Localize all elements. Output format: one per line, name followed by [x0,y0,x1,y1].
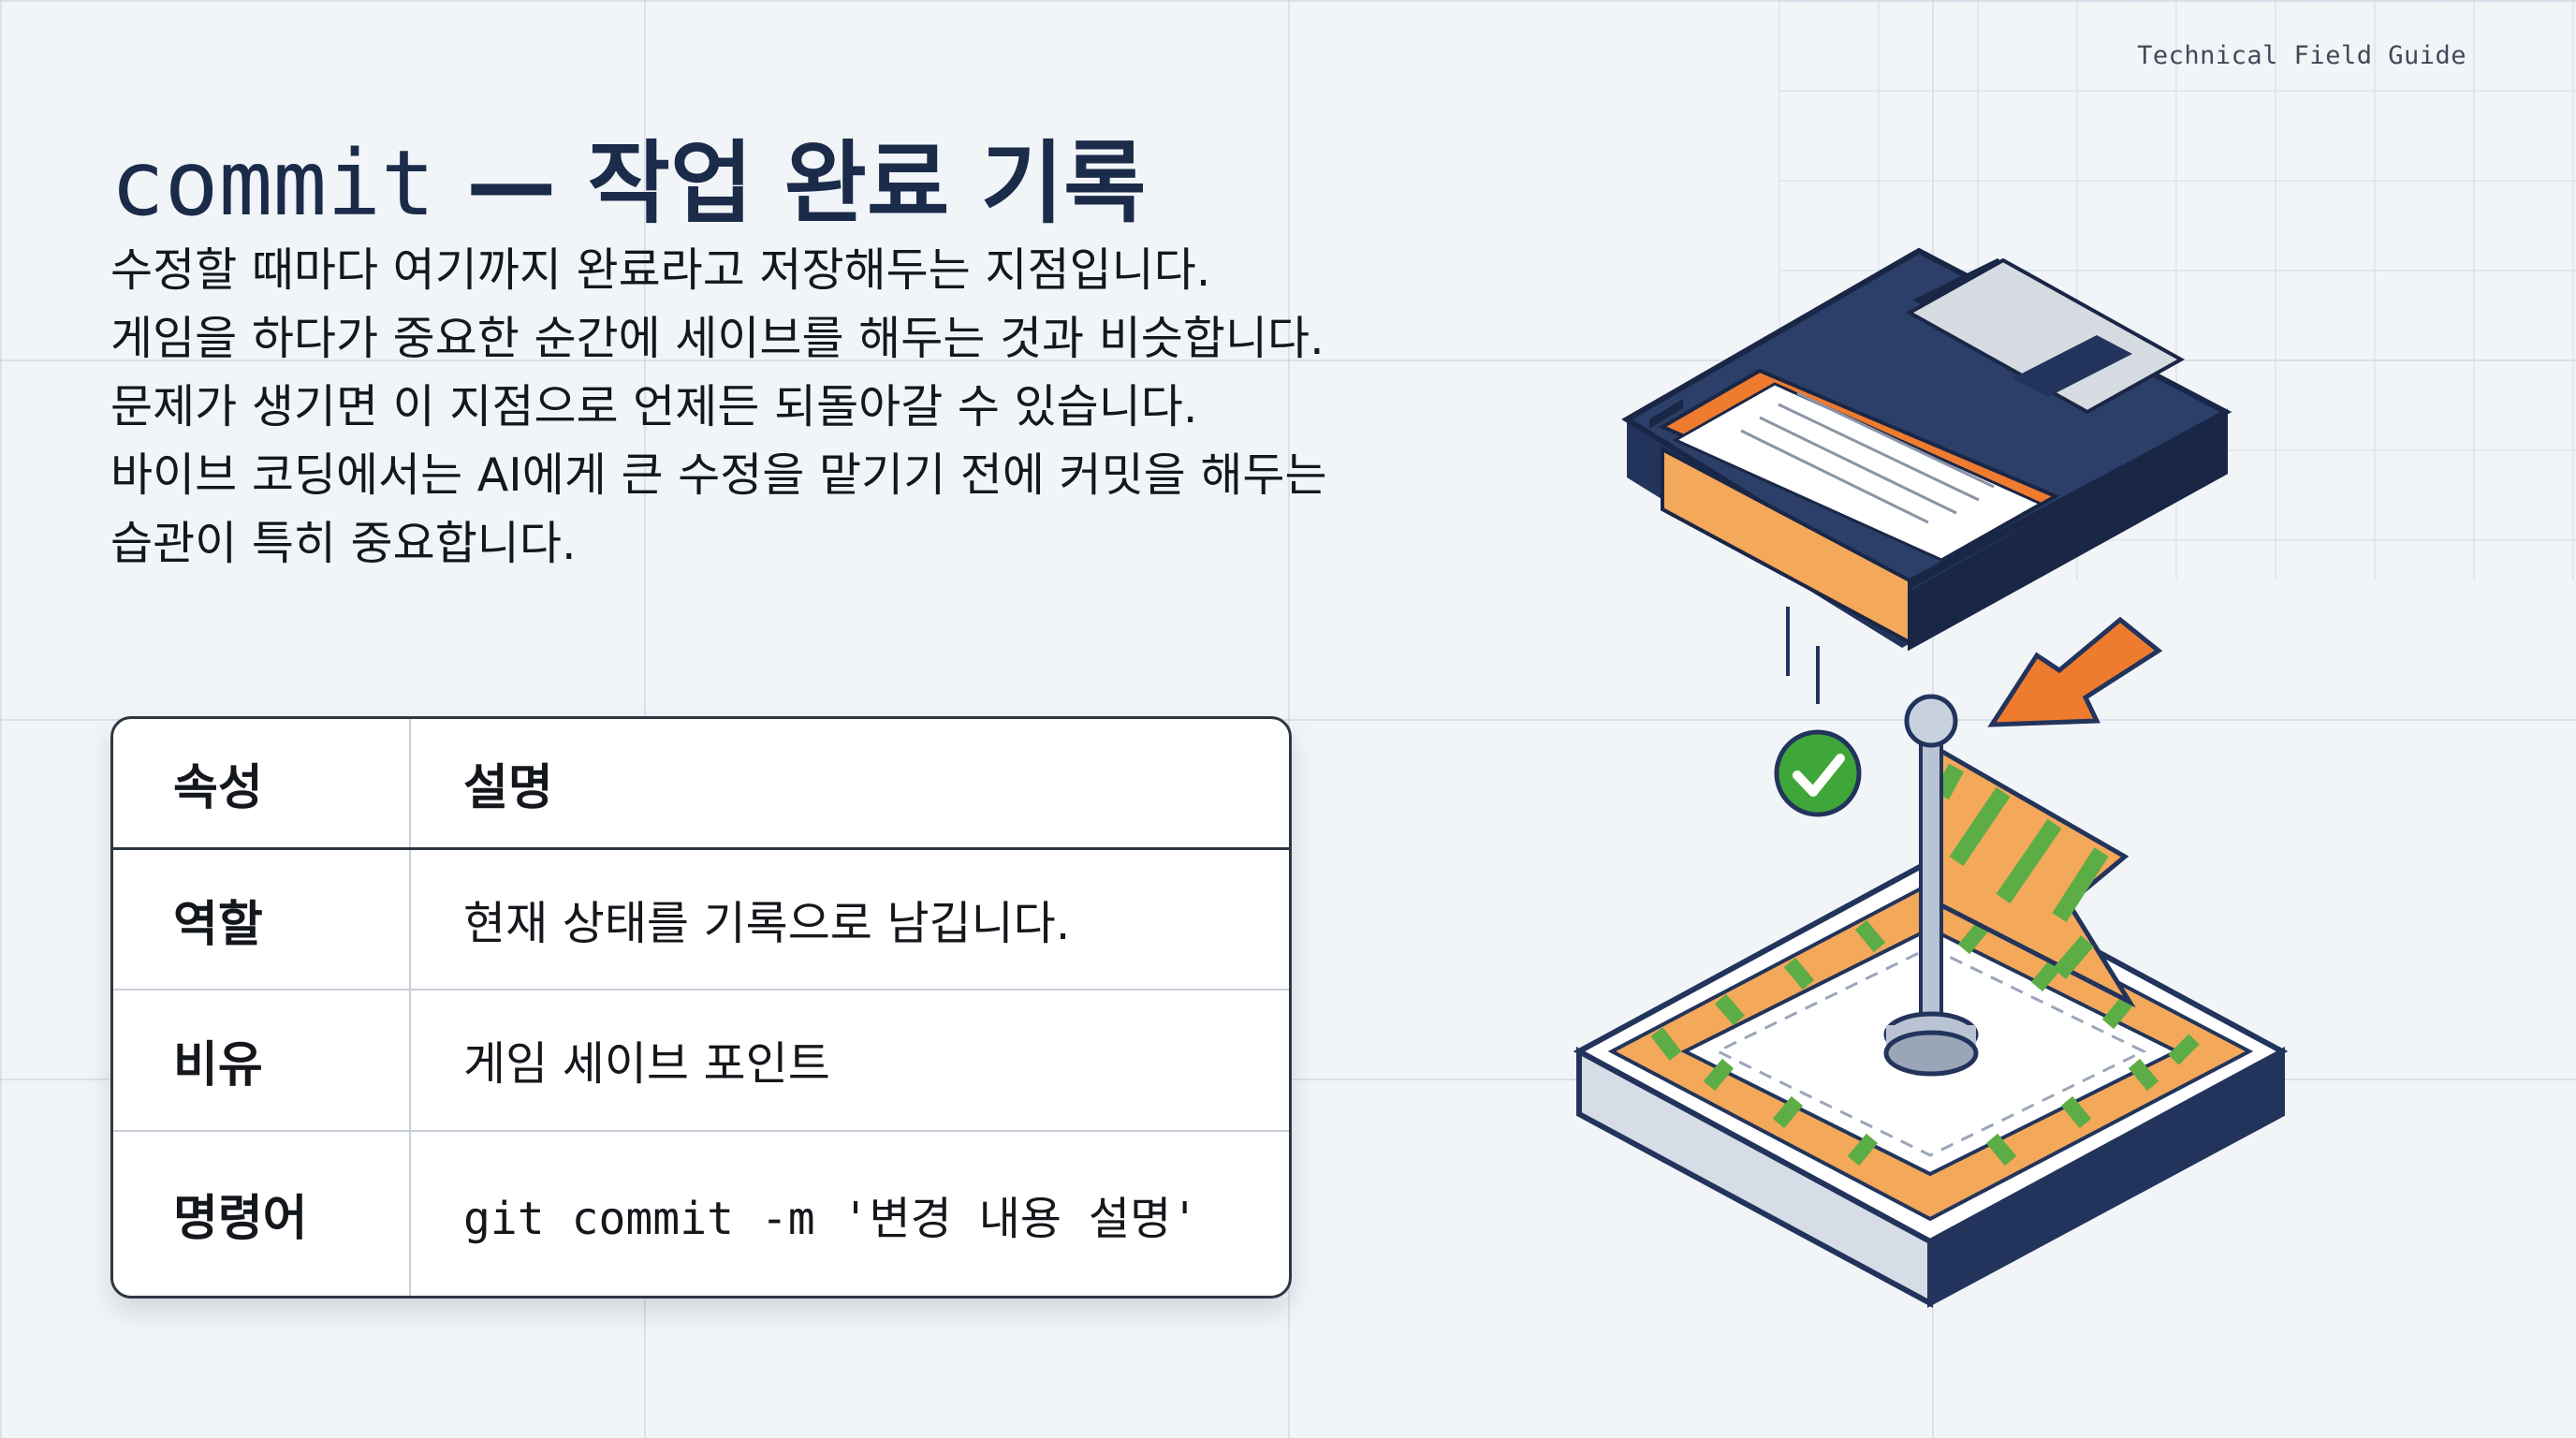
attribute-table: 속성 설명 역할 현재 상태를 기록으로 남깁니다. 비유 게임 세이브 포인트… [110,716,1292,1299]
page-title: commit — 작업 완료 기록 [110,110,1146,241]
description-line: 바이브 코딩에서는 AI에게 큰 수정을 맡기기 전에 커밋을 해두는 [110,448,1327,502]
title-dash: — [434,131,588,236]
table-header-attribute: 속성 [113,719,411,847]
title-text: 작업 완료 기록 [587,131,1147,236]
table-cell-key: 비유 [113,990,411,1130]
motion-lines [1786,607,1820,704]
flag-icon [1883,694,2136,1077]
table-row: 비유 게임 세이브 포인트 [113,990,1289,1132]
check-icon [1774,729,1862,817]
description: 수정할 때마다 여기까지 완료라고 저장해두는 지점입니다. 게임을 하다가 중… [110,236,1355,578]
table-header-description: 설명 [463,760,553,816]
guide-label: Technical Field Guide [2137,41,2466,70]
table-cell-key: 명령어 [113,1132,411,1296]
table-cell-value: 현재 상태를 기록으로 남깁니다. [463,896,1071,950]
floppy-disk-icon [1621,247,2232,652]
description-line: 문제가 생기면 이 지점으로 언제든 되돌아갈 수 있습니다. [110,380,1198,433]
description-line: 수정할 때마다 여기까지 완료라고 저장해두는 지점입니다. [110,243,1211,297]
arrow-icon [1987,616,2163,727]
table-cell-value: 게임 세이브 포인트 [463,1037,830,1091]
title-command: commit [110,131,435,236]
table-row: 명령어 git commit -m '변경 내용 설명' [113,1132,1289,1296]
description-line: 습관이 특히 중요합니다. [110,517,577,570]
table-row: 역할 현재 상태를 기록으로 남깁니다. [113,850,1289,990]
table-cell-key: 역할 [113,850,411,989]
table-header-row: 속성 설명 [113,719,1289,850]
commit-illustration [1573,247,2289,1309]
description-line: 게임을 하다가 중요한 순간에 세이브를 해두는 것과 비슷합니다. [110,312,1325,365]
table-cell-command: git commit -m '변경 내용 설명' [463,1192,1199,1245]
